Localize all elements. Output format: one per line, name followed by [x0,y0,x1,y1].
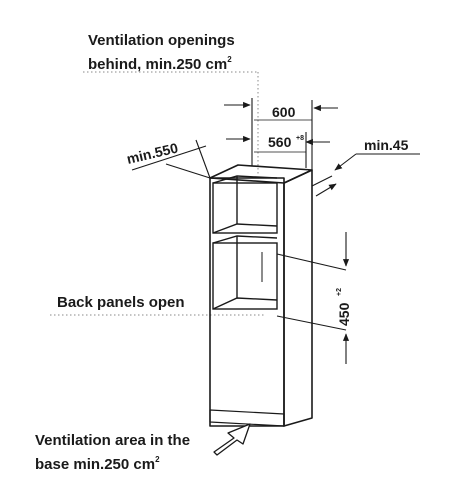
dimension-min45 [311,153,420,197]
ventilation-base-line2-text: base min.250 cm [35,456,156,473]
dimension-560 [226,132,330,168]
ventilation-base-sup: 2 [155,455,160,464]
base-ventilation-arrow [213,423,251,456]
min45-arrow-top [334,153,357,171]
ventilation-behind-line1: Ventilation openings [88,32,235,49]
dimension-600 [224,98,338,170]
back-panels-callout: Back panels open [57,294,185,311]
min45-witness [311,175,333,187]
min45-arrow-bottom [315,183,337,197]
ventilation-behind-line2: behind, min.250 cm2 [88,50,235,74]
oven-niche-back-top [212,235,278,244]
ventilation-base-line2: base min.250 cm2 [35,450,190,474]
min550-witness [195,139,211,179]
oven-niche-floor [212,297,278,310]
ventilation-behind-line2-text: behind, min.250 cm [88,56,228,73]
cabinet-side [283,169,313,427]
depth560-label: 560 [268,134,292,150]
dimension-450 [276,232,350,364]
cabinet-top [209,164,313,184]
ventilation-base-line1: Ventilation area in the [35,432,191,449]
ventilation-behind-sup: 2 [227,55,232,64]
height450-tolerance: +2 [336,288,343,296]
dimension-min550 [131,139,211,179]
tall-cabinet [209,164,313,427]
height450-witness-top [276,253,347,271]
oven-niche [212,235,278,310]
ventilation-behind-callout: Ventilation openings behind, min.250 cm2 [88,31,235,74]
upper-niche-opening [212,182,278,234]
min550-extension [165,163,211,179]
oven-niche-opening [212,242,278,310]
upper-niche [212,175,278,234]
ventilation-base-callout: Ventilation area in the base min.250 cm2 [35,431,190,474]
min45-label: min.45 [364,137,409,153]
depth560-tolerance: +8 [296,135,304,142]
cabinet-front [209,177,285,427]
depth600-label: 600 [272,104,296,120]
cabinet-plinth [209,409,285,427]
upper-niche-floor [212,223,278,234]
dotted-guides [50,71,265,316]
height450-witness-bottom [276,315,347,331]
min550-leader [131,145,207,171]
height450-label: 450 [336,302,352,326]
